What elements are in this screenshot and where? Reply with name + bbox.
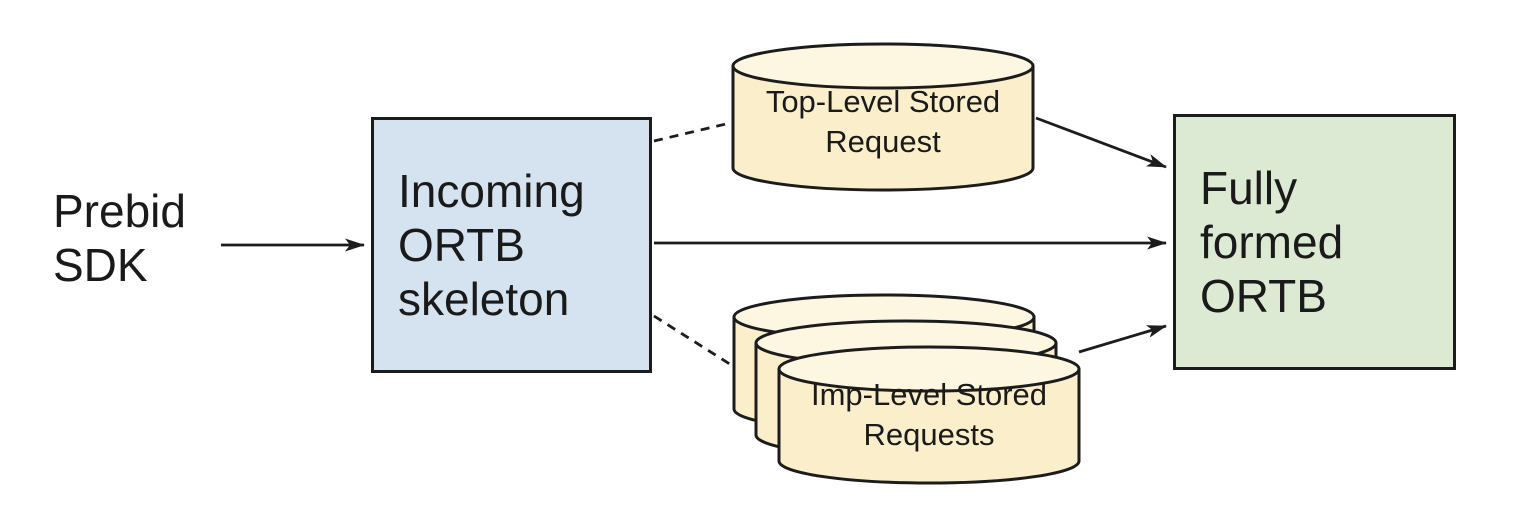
- edge-incoming-to-top-stored: [653, 121, 731, 143]
- imp-level-stored-requests-label: Imp-Level Stored Requests: [810, 377, 1048, 452]
- incoming-ortb-label: Incoming ORTB skeleton: [398, 165, 585, 325]
- imp-level-cylinder-stack: [732, 293, 1081, 485]
- cylinder-front: [777, 345, 1081, 485]
- top-level-cylinder: [731, 42, 1035, 192]
- prebid-sdk-label: Prebid SDK: [53, 185, 186, 291]
- edge-imp-stored-to-fully-formed: [1078, 324, 1167, 354]
- edge-top-stored-to-fully-formed: [1035, 116, 1167, 169]
- edge-incoming-to-imp-stored: [653, 314, 737, 370]
- fully-formed-ortb-label: Fully formed ORTB: [1200, 162, 1344, 322]
- incoming-ortb-node: Incoming ORTB skeleton: [371, 117, 652, 373]
- fully-formed-ortb-node: Fully formed ORTB: [1173, 114, 1456, 370]
- top-level-stored-request-label: Top-Level Stored Request: [765, 84, 1001, 159]
